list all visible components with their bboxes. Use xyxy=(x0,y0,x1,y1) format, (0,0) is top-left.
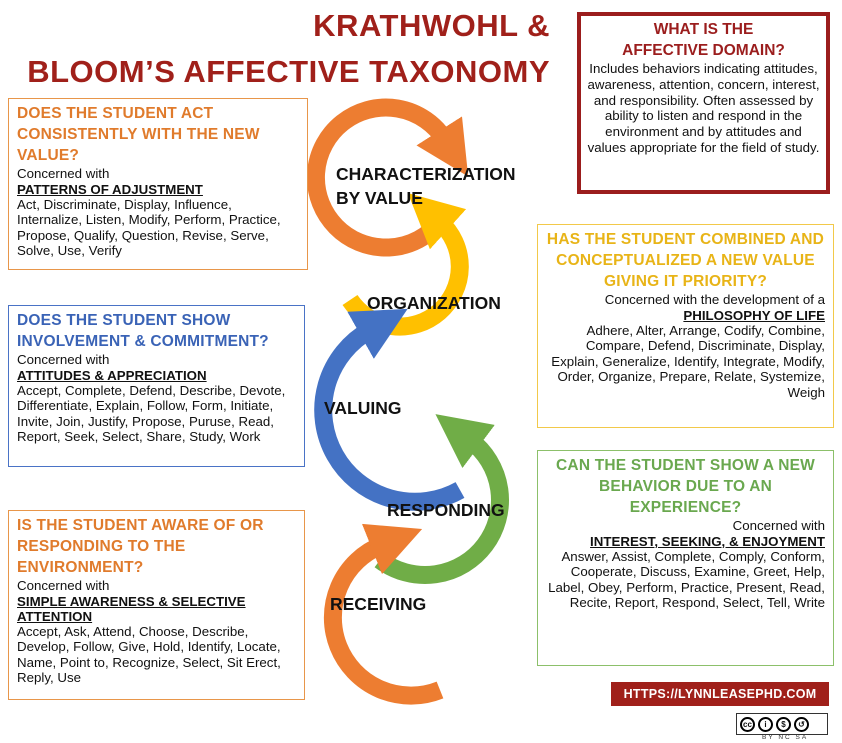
receiving-arc xyxy=(323,523,444,705)
characterization-verbs: Act, Discriminate, Display, Influence, I… xyxy=(17,196,281,259)
level-valuing: VALUING xyxy=(324,398,402,418)
receiving-category: SIMPLE AWARENESS & SELECTIVE ATTENTION xyxy=(17,593,246,624)
valuing-arc xyxy=(314,308,465,511)
creative-commons-badge: cc i $ ↺ xyxy=(736,713,828,735)
receiving-intro: Concerned with xyxy=(17,578,110,593)
noncommercial-icon: $ xyxy=(776,716,791,732)
license-tags: BY NC SA xyxy=(762,734,809,741)
characterization-intro: Concerned with xyxy=(17,166,110,181)
level-responding: RESPONDING xyxy=(387,500,505,520)
website-link[interactable]: HTTPS://LYNNLEASEPHD.COM xyxy=(611,682,829,706)
characterization-category: PATTERNS OF ADJUSTMENT xyxy=(17,181,203,197)
title-line-2: BLOOM’S AFFECTIVE TAXONOMY xyxy=(27,54,550,89)
valuing-category: ATTITUDES & APPRECIATION xyxy=(17,367,207,383)
affective-description: Includes behaviors indicating attitudes,… xyxy=(587,61,820,155)
responding-question: CAN THE STUDENT SHOW A NEW BEHAVIOR DUE … xyxy=(556,457,815,516)
receiving-question: IS THE STUDENT AWARE OF OR RESPONDING TO… xyxy=(17,517,264,576)
receiving-box: IS THE STUDENT AWARE OF OR RESPONDING TO… xyxy=(8,510,305,700)
valuing-intro: Concerned with xyxy=(17,352,110,367)
level-characterization-line1: CHARACTERIZATION xyxy=(336,164,516,184)
organization-verbs: Adhere, Alter, Arrange, Codify, Combine,… xyxy=(551,322,825,400)
valuing-question: DOES THE STUDENT SHOW INVOLVEMENT & COMM… xyxy=(17,312,269,350)
responding-intro: Concerned with xyxy=(732,518,825,533)
organization-intro: Concerned with the development of a xyxy=(604,292,825,307)
valuing-verbs: Accept, Complete, Defend, Describe, Devo… xyxy=(17,382,286,445)
affective-domain-box: WHAT IS THE AFFECTIVE DOMAIN? Includes b… xyxy=(577,12,830,194)
receiving-verbs: Accept, Ask, Attend, Choose, Describe, D… xyxy=(17,623,281,686)
organization-question: HAS THE STUDENT COMBINED AND CONCEPTUALI… xyxy=(546,231,825,290)
affective-heading-1: WHAT IS THE xyxy=(653,21,754,38)
cc-icon: cc xyxy=(740,716,755,732)
affective-heading-2: AFFECTIVE DOMAIN? xyxy=(622,42,785,59)
responding-box: CAN THE STUDENT SHOW A NEW BEHAVIOR DUE … xyxy=(537,450,834,666)
title-line-1: KRATHWOHL & xyxy=(313,8,550,43)
valuing-box: DOES THE STUDENT SHOW INVOLVEMENT & COMM… xyxy=(8,305,305,467)
responding-verbs: Answer, Assist, Complete, Comply, Confor… xyxy=(548,548,825,611)
characterization-box: DOES THE STUDENT ACT CONSISTENTLY WITH T… xyxy=(8,98,308,270)
level-characterization-line2: BY VALUE xyxy=(336,188,423,208)
characterization-question: DOES THE STUDENT ACT CONSISTENTLY WITH T… xyxy=(17,105,260,164)
characterization-arc xyxy=(306,98,469,257)
level-receiving: RECEIVING xyxy=(330,594,427,614)
attribution-icon: i xyxy=(758,716,773,732)
level-organization: ORGANIZATION xyxy=(367,293,501,313)
responding-category: INTEREST, SEEKING, & ENJOYMENT xyxy=(590,533,825,549)
level-characterization: CHARACTERIZATION BY VALUE xyxy=(336,162,516,210)
sharealike-icon: ↺ xyxy=(794,716,809,732)
organization-box: HAS THE STUDENT COMBINED AND CONCEPTUALI… xyxy=(537,224,834,428)
organization-category: PHILOSOPHY OF LIFE xyxy=(683,307,825,323)
